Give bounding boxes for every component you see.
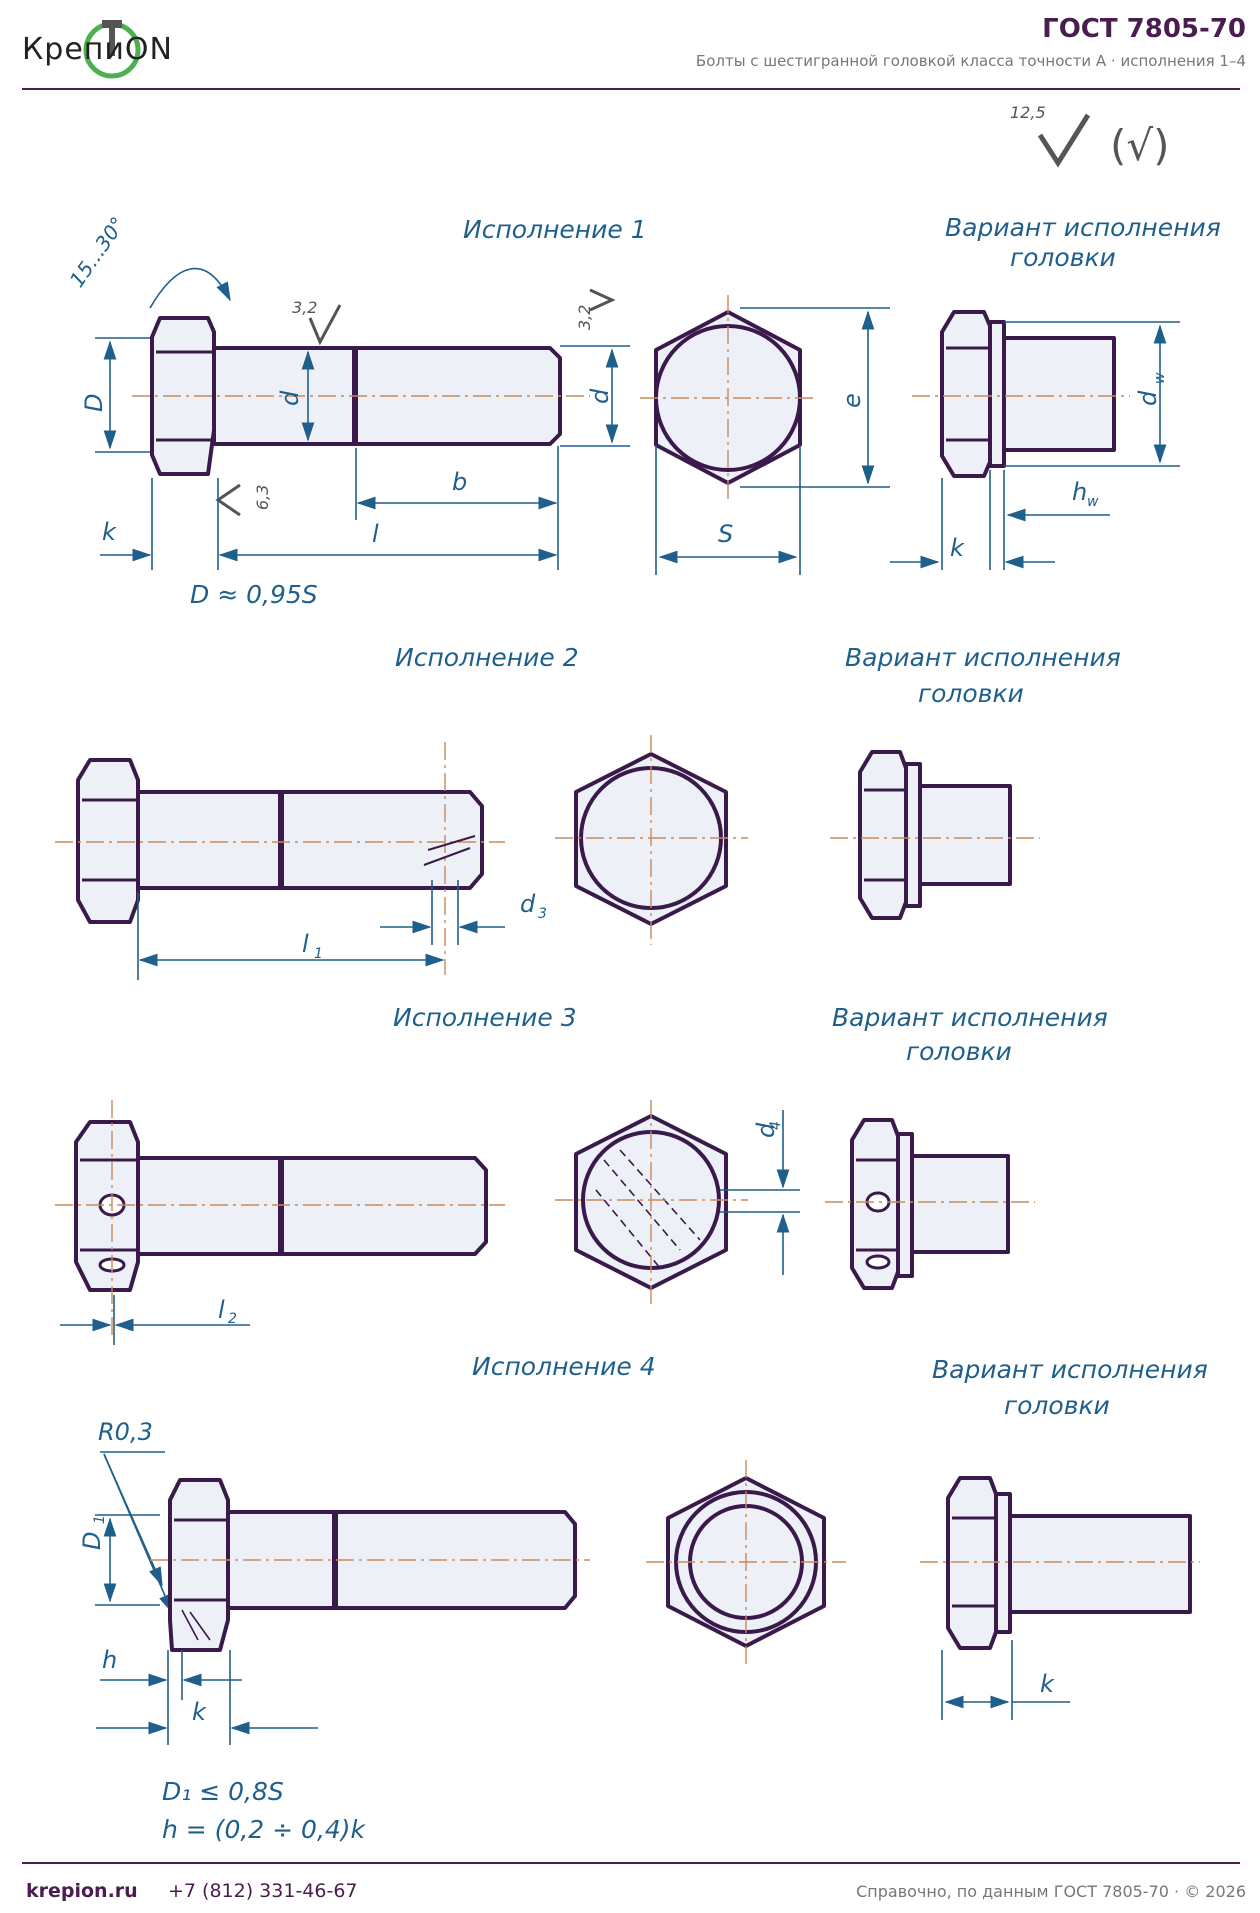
- dim-k-label-4: k: [192, 1698, 207, 1726]
- formula-D: D ≈ 0,95S: [190, 580, 318, 609]
- bolt-3-variant-head: [825, 1118, 1035, 1290]
- dim-d4-label: d: [752, 1122, 780, 1138]
- section-1-variant-title: Вариант исполнения: [945, 213, 1221, 242]
- dim-R-label: R0,3: [98, 1418, 153, 1446]
- roughness-symbol: 12,5 (√): [1010, 103, 1170, 170]
- dim-b-label: b: [452, 468, 467, 496]
- footer-divider: [22, 1862, 1240, 1864]
- bolt-3-end-view: [555, 1100, 748, 1305]
- document-subtitle: Болты с шестигранной головкой класса точ…: [695, 52, 1246, 70]
- section-2-variant-title: Вариант исполнения: [845, 643, 1121, 672]
- dim-d3-sub: 3: [538, 906, 547, 922]
- dim-k2-label: k: [950, 534, 965, 562]
- bolt-1-side-view: [132, 316, 590, 476]
- roughness-general-value: 12,5: [1010, 103, 1046, 122]
- bolt-3-side-view: [55, 1100, 505, 1340]
- dim-k2-label-4: k: [1040, 1670, 1055, 1698]
- brand-logo[interactable]: КрепиОN: [22, 14, 202, 86]
- site-link[interactable]: krepion.ru: [26, 1880, 138, 1902]
- roughness-6-3: 6,3: [253, 485, 272, 510]
- dim-e-label: e: [838, 393, 866, 408]
- dim-hw-sub: w: [1087, 494, 1099, 510]
- roughness-3-2-b: 3,2: [575, 305, 594, 330]
- phone-link[interactable]: +7 (812) 331-46-67: [168, 1880, 358, 1902]
- bolt-4-side-view: [150, 1478, 590, 1652]
- header-divider: [22, 88, 1240, 90]
- dim-D1-label: D: [78, 1532, 106, 1550]
- bolt-2-side-view: [55, 742, 505, 975]
- formula-D1: D₁ ≤ 0,8S: [162, 1777, 284, 1806]
- dim-D1-sub: 1: [92, 1515, 108, 1524]
- dim-D-label: D: [80, 394, 108, 412]
- section-1-title: Исполнение 1: [463, 215, 647, 244]
- chamfer-angle-label: 15...30°: [65, 212, 131, 291]
- dim-dw-label: d: [1134, 390, 1162, 406]
- brand-name: КрепиОN: [22, 32, 173, 67]
- dim-l-label: l: [372, 520, 379, 548]
- section-3-variant-title: Вариант исполнения: [832, 1003, 1108, 1032]
- dim-l2-label: l: [218, 1296, 225, 1324]
- bolt-1-end-view: [640, 295, 818, 500]
- footer-note: Справочно, по данным ГОСТ 7805-70 · © 20…: [856, 1882, 1246, 1901]
- formula-h: h = (0,2 ÷ 0,4)k: [162, 1815, 367, 1844]
- dim-d1-label: d: [276, 390, 304, 406]
- dim-S-label: S: [718, 520, 733, 548]
- footer: krepion.ru +7 (812) 331-46-67 Справочно,…: [0, 1880, 1260, 1913]
- dim-d3-label: d: [520, 890, 536, 918]
- section-4-title: Исполнение 4: [472, 1352, 656, 1381]
- section-3-variant-title-2: головки: [906, 1037, 1012, 1066]
- section-4-variant-title-2: головки: [1004, 1391, 1110, 1420]
- dim-h-label: h: [102, 1646, 117, 1674]
- dim-dw-sub: w: [1152, 372, 1168, 384]
- bolt-1-variant-head: [912, 310, 1130, 478]
- dim-l1-label: l: [302, 930, 309, 958]
- section-3-title: Исполнение 3: [393, 1003, 577, 1032]
- logo-emblem-icon: [83, 20, 141, 79]
- dim-d4-sub: 4: [768, 1121, 784, 1130]
- roughness-3-2-a: 3,2: [292, 298, 317, 317]
- section-2-variant-title-2: головки: [918, 679, 1024, 708]
- section-1-variant-title-2: головки: [1010, 243, 1116, 272]
- section-4-variant-title: Вариант исполнения: [932, 1355, 1208, 1384]
- bolt-2-variant-head: [830, 750, 1040, 920]
- section-2-title: Исполнение 2: [395, 643, 579, 672]
- bolt-2-end-view: [555, 735, 748, 945]
- document-title: ГОСТ 7805-70: [1042, 14, 1246, 44]
- dim-d-label: d: [586, 388, 614, 404]
- roughness-other-value: (√): [1110, 121, 1170, 170]
- bolt-4-variant-head: [920, 1476, 1200, 1650]
- header: КрепиОN ГОСТ 7805-70 Болты с шестигранно…: [0, 0, 1260, 92]
- dim-k-label: k: [102, 518, 117, 546]
- dim-hw-label: h: [1072, 478, 1087, 506]
- dim-l1-sub: 1: [314, 946, 323, 962]
- bolt-4-end-view: [646, 1460, 846, 1665]
- dim-l2-sub: 2: [228, 1311, 237, 1327]
